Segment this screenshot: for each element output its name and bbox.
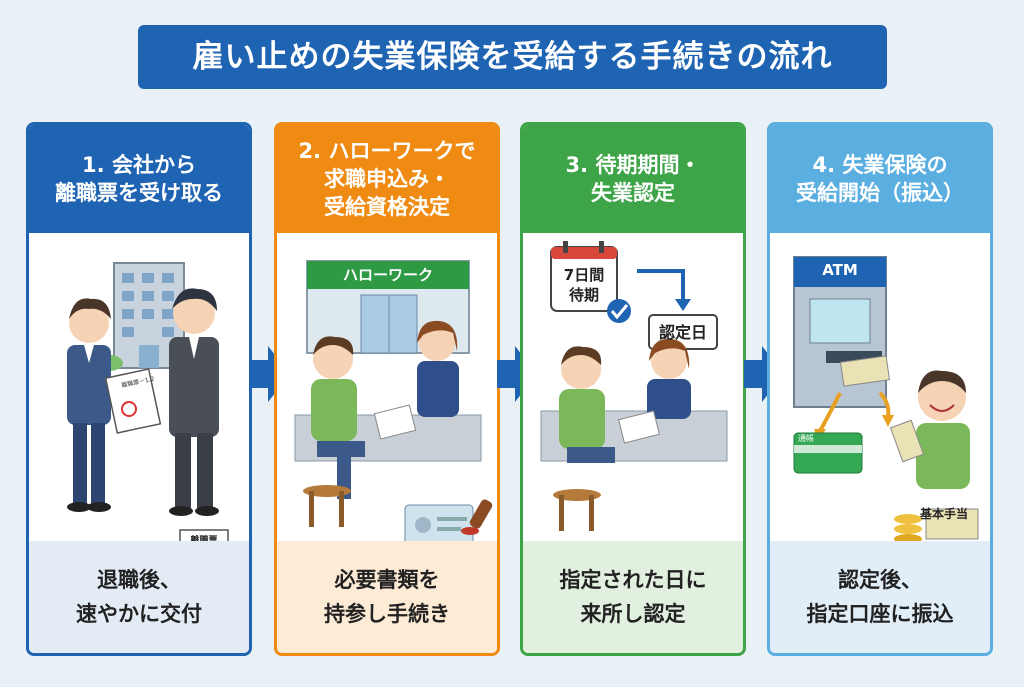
manager-figure-icon (169, 288, 219, 516)
resignation-document-icon (104, 368, 162, 434)
step-1-title-line: 離職票を受け取る (55, 181, 223, 205)
step-3-footer: 指定された日に 来所し認定 (523, 541, 743, 653)
atm-machine-icon (793, 256, 887, 408)
atm-deposit-illustration (793, 256, 979, 543)
step-1-title-line: 1. 会社から (82, 153, 196, 177)
hanko-stamp-icon (461, 499, 493, 535)
page-title: 雇い止めの失業保険を受給する手続きの流れ (138, 25, 887, 89)
step-3-desc-line: 来所し認定 (580, 602, 686, 626)
arrow-right-icon (250, 346, 290, 402)
step-card-4: 4. 失業保険の 受給開始（振込） (767, 122, 993, 656)
resignation-handover-illustration (67, 262, 219, 516)
clerk-figure-icon (647, 338, 691, 419)
step-card-2: 2. ハローワークで 求職申込み・ 受給資格決定 (274, 122, 500, 656)
visitor-figure-icon (553, 346, 615, 531)
step-3-header: 3. 待期期間・ 失業認定 (523, 125, 743, 233)
step-2-footer: 必要書類を 持参し手続き (277, 541, 497, 653)
step-4-desc-line: 指定口座に振込 (806, 602, 954, 626)
banknote-icon (925, 508, 979, 540)
step-4-header: 4. 失業保険の 受給開始（振込） (770, 125, 990, 233)
clerk-figure-icon (417, 320, 459, 417)
checkmark-icon (607, 299, 631, 323)
certification-day-label: 認定日 (658, 323, 707, 342)
step-2-title-line: 2. ハローワークで (298, 139, 476, 163)
step-2-title-line: 受給資格決定 (324, 195, 450, 219)
atm-label: ATM (822, 261, 858, 279)
step-2-desc-line: 必要書類を (334, 568, 440, 592)
flow-arrow-icon (637, 269, 685, 301)
step-3-title-line: 3. 待期期間・ (565, 153, 701, 177)
step-1-desc-line: 退職後、 (97, 568, 181, 592)
passbook-icon (793, 432, 863, 474)
id-card-icon (404, 504, 474, 543)
calendar-icon (550, 241, 618, 312)
step-card-3: 3. 待期期間・ 失業認定 7日間 (520, 122, 746, 656)
step-1-footer: 退職後、 速やかに交付 (29, 541, 249, 653)
step-1-desc-line: 速やかに交付 (76, 602, 202, 626)
arrow-right-icon (497, 346, 537, 402)
employee-figure-icon (67, 298, 111, 512)
coin-stack-icon (894, 514, 922, 543)
certification-counter-illustration (540, 241, 728, 531)
benefit-label: 基本手当 (919, 507, 968, 521)
step-4-title-line: 4. 失業保険の (812, 153, 948, 177)
calendar-label: 7日間 待期 (551, 265, 617, 305)
step-4-title-line: 受給開始（振込） (796, 181, 964, 205)
step-4-desc-line: 認定後、 (838, 568, 922, 592)
passbook-label: 通帳 (798, 434, 814, 443)
step-card-1: 1. 会社から 離職票を受け取る (26, 122, 252, 656)
step-2-header: 2. ハローワークで 求職申込み・ 受給資格決定 (277, 125, 497, 233)
step-4-footer: 認定後、 指定口座に振込 (770, 541, 990, 653)
happy-person-icon (916, 370, 970, 489)
step-3-desc-line: 指定された日に (559, 568, 707, 592)
hellowork-counter-illustration (294, 260, 493, 543)
cash-icon (839, 355, 891, 387)
calendar-line: 7日間 (563, 266, 605, 284)
calendar-line: 待期 (568, 286, 599, 304)
hellowork-sign: ハローワーク (307, 261, 469, 289)
step-1-header: 1. 会社から 離職票を受け取る (29, 125, 249, 233)
arrow-right-icon (744, 346, 784, 402)
paper-icon (618, 410, 660, 444)
paper-icon (373, 404, 417, 440)
step-3-title-line: 失業認定 (591, 181, 675, 205)
step-2-title-line: 求職申込み・ (324, 167, 450, 191)
step-2-desc-line: 持参し手続き (324, 602, 450, 626)
visitor-figure-icon (303, 336, 365, 527)
cash-icon (889, 419, 925, 463)
